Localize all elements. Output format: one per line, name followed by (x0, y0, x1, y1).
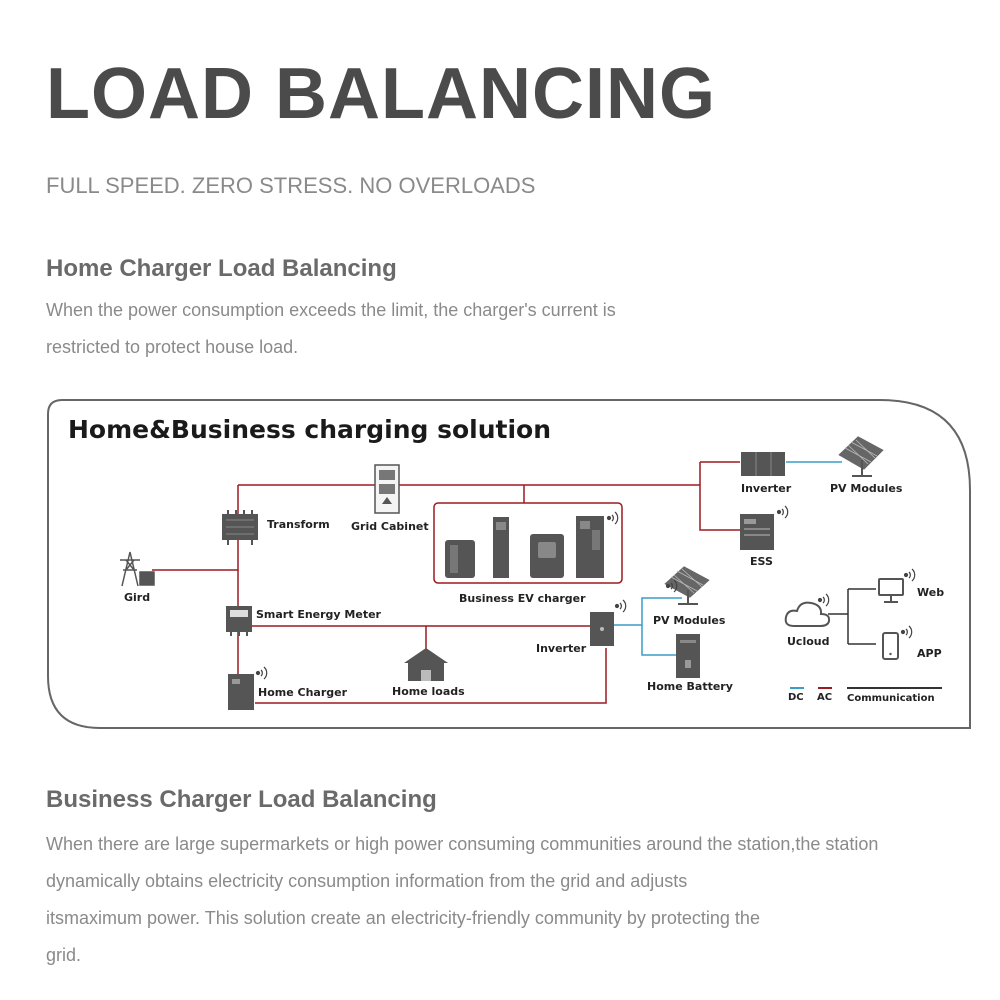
home-battery-label: Home Battery (647, 680, 733, 693)
ess-label: ESS (750, 555, 773, 568)
inverter-mid-wifi-icon (614, 599, 627, 613)
ess-wifi-icon (776, 505, 789, 519)
transform-label: Transform (267, 518, 330, 531)
business-charger-box (433, 502, 623, 584)
ev-charger-wallbox (445, 540, 475, 578)
grid-cabinet-device (374, 464, 400, 514)
web-wifi-icon (903, 568, 916, 582)
pv-modules-mid-label: PV Modules (653, 614, 726, 627)
dc-line-battery (641, 625, 676, 656)
business-text-line-4: grid. (46, 945, 82, 965)
pv-modules-mid-wifi-icon (665, 579, 678, 593)
app-label: APP (917, 647, 942, 660)
home-charger-device (228, 674, 254, 710)
ess-device (740, 514, 774, 550)
ucloud-label: Ucloud (787, 635, 830, 648)
page-subtitle: FULL SPEED. ZERO STRESS. NO OVERLOADS (46, 173, 536, 198)
ev-charger-pillar (493, 517, 509, 578)
home-charger-wifi-icon (255, 666, 268, 680)
home-battery-device (676, 634, 700, 678)
home-loads-house-icon (404, 648, 448, 681)
legend-dc: DC (788, 692, 804, 703)
web-monitor-icon (878, 578, 904, 603)
gird-tower-icon (120, 551, 155, 587)
ac-lines (152, 461, 740, 704)
ucloud-wifi-icon (817, 593, 830, 607)
ac-line-ess-branch (699, 462, 740, 531)
gird-label: Gird (124, 591, 150, 604)
inverter-mid-device (590, 612, 614, 646)
business-text-line-1: When there are large supermarkets or hig… (46, 834, 879, 854)
inverter-mid-label: Inverter (536, 642, 587, 655)
business-text-line-2: dynamically obtains electricity consumpt… (46, 871, 688, 891)
home-text-line-1: When the power consumption exceeds the l… (46, 300, 616, 320)
page-title: LOAD BALANCING (46, 54, 716, 134)
smart-energy-meter-device (226, 606, 252, 636)
dc-lines (614, 461, 842, 656)
web-label: Web (917, 586, 944, 599)
home-section-text: When the power consumption exceeds the l… (46, 292, 616, 366)
transform-device (222, 510, 258, 545)
pv-modules-top-icon (837, 435, 885, 477)
home-charger-label: Home Charger (258, 686, 348, 699)
smart-energy-meter-label: Smart Energy Meter (256, 608, 382, 621)
business-text-line-3: itsmaximum power. This solution create a… (46, 908, 760, 928)
ac-line-bottom (255, 648, 607, 704)
home-loads-label: Home loads (392, 685, 465, 698)
business-charger-wifi-icon (606, 511, 619, 525)
business-section-heading: Business Charger Load Balancing (46, 786, 437, 813)
inverter-top-device (741, 452, 785, 476)
home-section-heading: Home Charger Load Balancing (46, 255, 397, 282)
app-wifi-icon (900, 625, 913, 639)
diagram-title: Home&Business charging solution (68, 415, 551, 444)
business-ev-charger-label: Business EV charger (459, 592, 586, 605)
app-phone-icon (882, 632, 899, 660)
legend-ac: AC (817, 692, 832, 703)
diagram-legend: DC AC Communication (788, 687, 942, 704)
inverter-top-label: Inverter (741, 482, 792, 495)
communication-lines (828, 588, 876, 645)
home-text-line-2: restricted to protect house load. (46, 337, 299, 357)
business-section-text: When there are large supermarkets or hig… (46, 826, 878, 974)
pv-modules-top-label: PV Modules (830, 482, 903, 495)
ucloud-cloud-icon (784, 601, 831, 627)
grid-cabinet-label: Grid Cabinet (351, 520, 429, 533)
business-ev-charger-icons (445, 516, 604, 578)
dc-line-inverter-mid (614, 597, 682, 626)
legend-communication: Communication (847, 693, 935, 704)
